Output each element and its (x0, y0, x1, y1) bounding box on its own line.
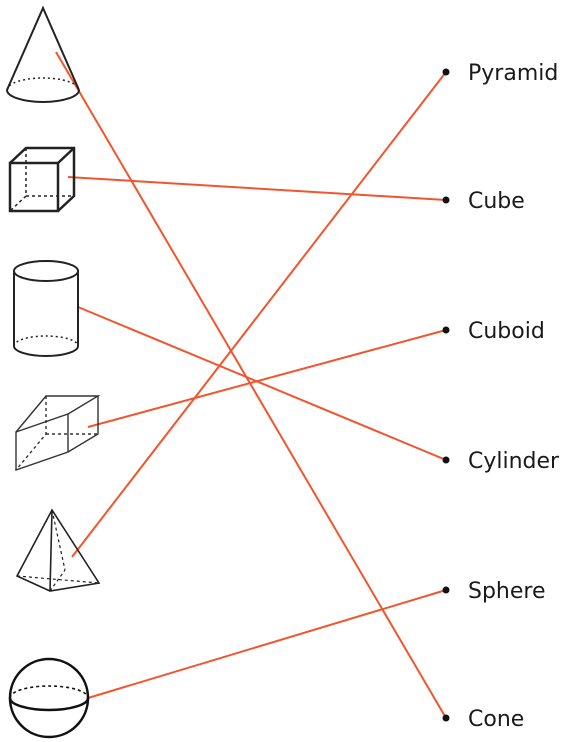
match-lines (55, 51, 447, 719)
cylinder-shape (13, 260, 79, 357)
match-line-sphere (87, 589, 447, 699)
label-cone: Cone (468, 707, 524, 732)
dot-sphere[interactable] (442, 586, 450, 594)
cube-shape (8, 146, 76, 213)
label-cuboid: Cuboid (468, 319, 545, 344)
dot-cube[interactable] (442, 196, 450, 204)
label-cylinder: Cylinder (468, 449, 560, 474)
label-pyramid: Pyramid (468, 61, 558, 86)
match-line-cone (55, 51, 447, 719)
label-cube: Cube (468, 189, 525, 214)
match-line-cube (67, 176, 447, 201)
dot-cylinder[interactable] (442, 456, 450, 464)
cone-shape (6, 5, 80, 103)
cuboid-shape (15, 395, 101, 471)
match-line-cylinder (77, 306, 447, 461)
pyramid-shape (15, 508, 101, 592)
dot-pyramid[interactable] (442, 68, 450, 76)
sphere-shape (8, 657, 90, 739)
dot-cone[interactable] (442, 714, 450, 722)
match-line-cuboid (87, 329, 447, 428)
match-line-pyramid (71, 71, 447, 558)
dot-cuboid[interactable] (442, 326, 450, 334)
label-sphere: Sphere (468, 579, 546, 604)
